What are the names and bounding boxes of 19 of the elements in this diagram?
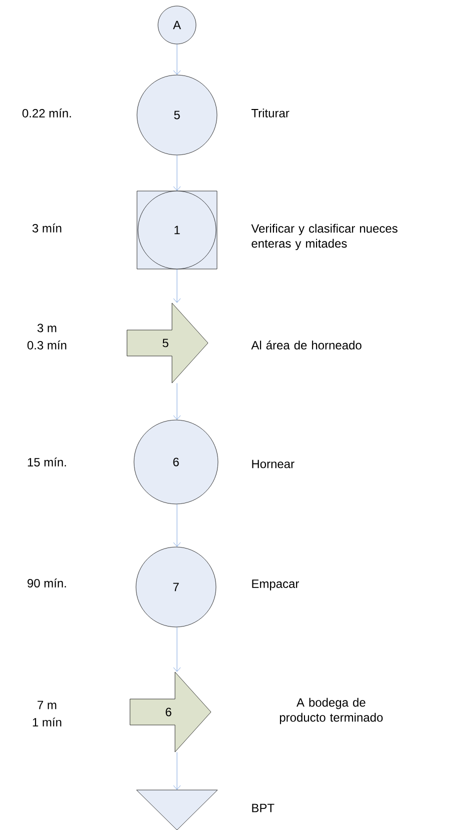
- arrow: [173, 504, 181, 547]
- time-label: 7 m: [38, 700, 56, 710]
- arrow: [173, 155, 181, 191]
- arrow: [173, 44, 181, 75]
- arrow: [173, 269, 181, 303]
- arrow: [173, 383, 181, 420]
- arrow: [173, 752, 181, 790]
- time-label: 0.22 mín.: [22, 108, 71, 118]
- step-label: Al área de horneado: [251, 340, 362, 350]
- time-label: 1 mín: [32, 718, 62, 726]
- time-label: 15 mín.: [28, 458, 66, 466]
- time-label: 0.3 mín: [27, 340, 66, 350]
- time-label: 3 m: [37, 324, 56, 332]
- arrow: [173, 627, 181, 672]
- storage-triangle: [136, 790, 218, 830]
- step-label: BPT: [252, 804, 274, 812]
- time-label: 90 mín.: [28, 578, 66, 588]
- time-label: 3 mín: [32, 224, 62, 232]
- step-label: A bodega de producto terminado: [280, 698, 383, 724]
